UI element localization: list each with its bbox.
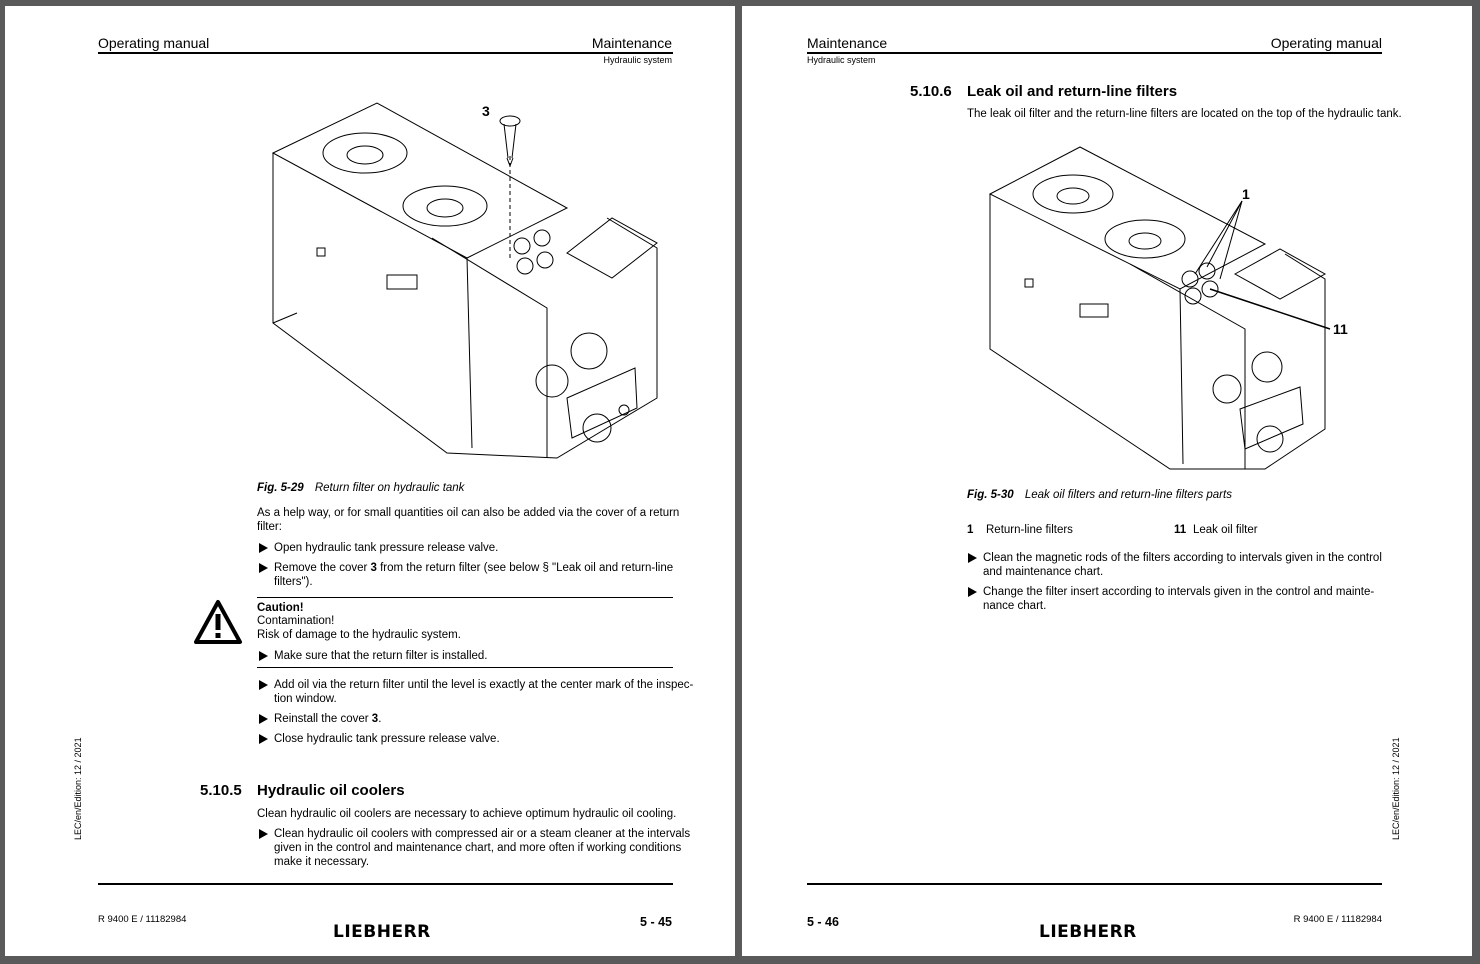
hydraulic-tank-drawing xyxy=(271,102,658,459)
figure-callout-3: 3 xyxy=(482,103,490,119)
header-left: Maintenance xyxy=(807,35,888,51)
edition-side-text: LEC/en/Edition: 12 / 2021 xyxy=(73,737,83,840)
edition-side-text: LEC/en/Edition: 12 / 2021 xyxy=(1391,737,1401,840)
bullet-arrow-icon xyxy=(259,543,268,553)
section-title: Leak oil and return-line filters xyxy=(967,83,1178,100)
figure-callout-1: 1 xyxy=(1242,186,1250,202)
warning-triangle-icon xyxy=(194,600,242,644)
step-clean-magnetic-rods: Clean the magnetic rods of the filters a… xyxy=(968,551,1388,581)
bullet-arrow-icon xyxy=(259,734,268,744)
header-rule xyxy=(807,52,1382,54)
caution-line2: Risk of damage to the hydraulic system. xyxy=(257,629,461,641)
hydraulic-tank-filters-drawing xyxy=(988,146,1331,470)
header-sub: Hydraulic system xyxy=(603,55,672,65)
header-right: Operating manual xyxy=(1270,35,1382,51)
bullet-arrow-icon xyxy=(259,680,268,690)
step-change-filter-insert: Change the filter insert according to in… xyxy=(968,585,1388,615)
caution-line1: Contamination! xyxy=(257,615,335,627)
header-right: Maintenance xyxy=(591,35,672,51)
liebherr-logo: LIEBHERR xyxy=(333,922,431,942)
header-left: Operating manual xyxy=(98,35,210,51)
footer-model: R 9400 E / 11182984 xyxy=(1293,914,1382,925)
step-remove-cover: Remove the cover 3 from the return filte… xyxy=(259,561,679,591)
section-number: 5.10.6 xyxy=(910,83,952,100)
legend-label-11: Leak oil filter xyxy=(1193,524,1258,536)
figure-caption-5-29: Fig. 5-29 Return filter on hydraulic tan… xyxy=(257,482,464,494)
figure-caption-num: Fig. 5-30 xyxy=(967,489,1014,501)
figure-callout-11: 11 xyxy=(1333,321,1348,337)
legend-num-1: 1 xyxy=(967,524,974,536)
figure-caption-text: Leak oil filters and return-line filters… xyxy=(1024,489,1232,501)
bullet-arrow-icon xyxy=(259,829,268,839)
figure-caption-text: Return filter on hydraulic tank xyxy=(314,482,465,494)
page-number: 5 - 46 xyxy=(807,915,839,929)
footer-model: R 9400 E / 11182984 xyxy=(98,914,187,925)
liebherr-logo: LIEBHERR xyxy=(1039,922,1137,942)
caution-rule-top xyxy=(257,597,673,598)
footer-rule xyxy=(807,883,1382,885)
section-number: 5.10.5 xyxy=(200,782,242,799)
section-title: Hydraulic oil coolers xyxy=(257,782,405,799)
page-number: 5 - 45 xyxy=(640,915,672,929)
bullet-arrow-icon xyxy=(259,714,268,724)
caution-title: Caution! xyxy=(257,602,304,614)
footer-rule xyxy=(98,883,673,885)
section-intro: Clean hydraulic oil coolers are necessar… xyxy=(257,808,677,820)
left-page: Operating manual Maintenance Hydraulic s… xyxy=(5,6,735,956)
legend-num-11: 11 xyxy=(1174,524,1187,536)
section-intro: The leak oil filter and the return-line … xyxy=(967,108,1402,120)
step-clean-coolers: Clean hydraulic oil coolers with compres… xyxy=(259,827,690,871)
caution-rule-bottom xyxy=(257,667,673,668)
figure-caption-5-30: Fig. 5-30 Leak oil filters and return-li… xyxy=(967,489,1232,501)
right-page: Maintenance Operating manual Hydraulic s… xyxy=(742,6,1472,956)
bullet-arrow-icon xyxy=(968,587,977,597)
bullet-arrow-icon xyxy=(259,651,268,661)
bullet-arrow-icon xyxy=(259,563,268,573)
header-rule xyxy=(98,52,673,54)
legend-label-1: Return-line filters xyxy=(986,524,1073,536)
figure-caption-num: Fig. 5-29 xyxy=(257,482,304,494)
header-sub: Hydraulic system xyxy=(807,55,876,65)
bullet-arrow-icon xyxy=(968,553,977,563)
intro-line2: filter: xyxy=(257,521,282,533)
step-add-oil: Add oil via the return filter until the … xyxy=(259,678,693,708)
intro-line1: As a help way, or for small quantities o… xyxy=(257,507,680,519)
